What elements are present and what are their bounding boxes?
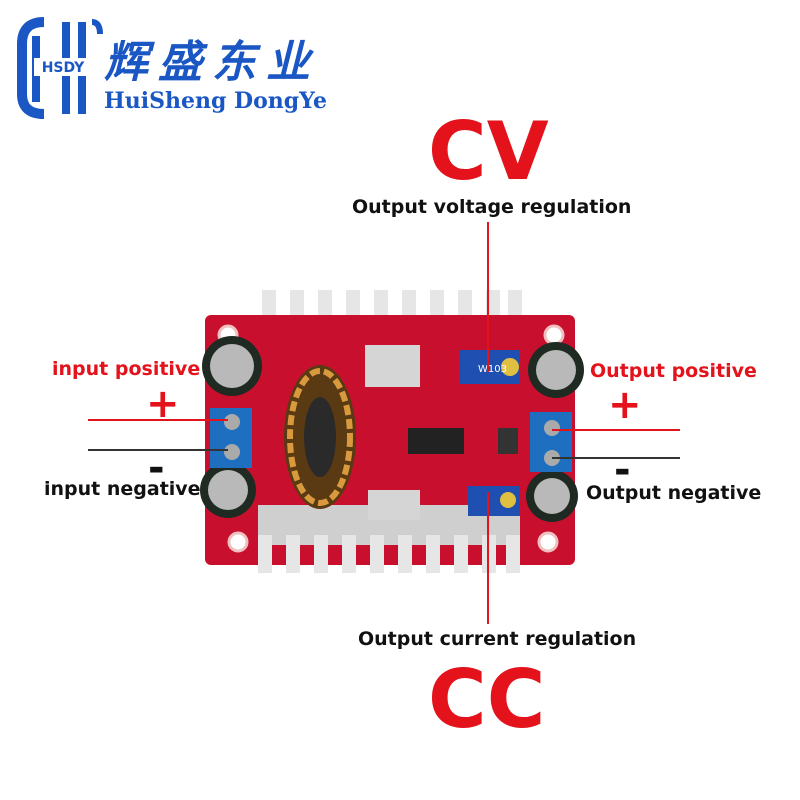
capacitor-top-right (528, 342, 584, 398)
cc-title: CC (428, 653, 546, 746)
capacitor-bottom-right (526, 470, 578, 522)
cv-label: Output voltage regulation (352, 196, 632, 218)
output-terminal (530, 412, 572, 472)
brand-name-en: HuiSheng DongYe (104, 88, 327, 114)
cv-title: CV (428, 105, 549, 198)
pot-marking: W103 (478, 364, 507, 375)
toroid-inductor (284, 365, 356, 509)
cv-potentiometer: W103 (460, 350, 520, 384)
cc-potentiometer (468, 486, 520, 516)
brand-name-cn: 辉盛东业 (104, 37, 320, 88)
output-negative-sign: - (614, 447, 631, 493)
input-positive-sign: + (146, 381, 180, 427)
capacitor-top-left (202, 336, 262, 396)
hsdy-logo: HSDY (17, 17, 103, 119)
input-terminal (210, 408, 252, 468)
logo-letters: HSDY (42, 60, 85, 76)
cc-label: Output current regulation (358, 628, 637, 650)
input-negative-sign: - (148, 445, 165, 491)
output-positive-sign: + (608, 382, 642, 428)
capacitor-bottom-left (200, 462, 256, 518)
output-positive-label: Output positive (590, 360, 757, 382)
output-negative-label: Output negative (586, 482, 762, 504)
input-positive-label: input positive (52, 358, 201, 380)
input-negative-label: input negative (44, 478, 201, 500)
